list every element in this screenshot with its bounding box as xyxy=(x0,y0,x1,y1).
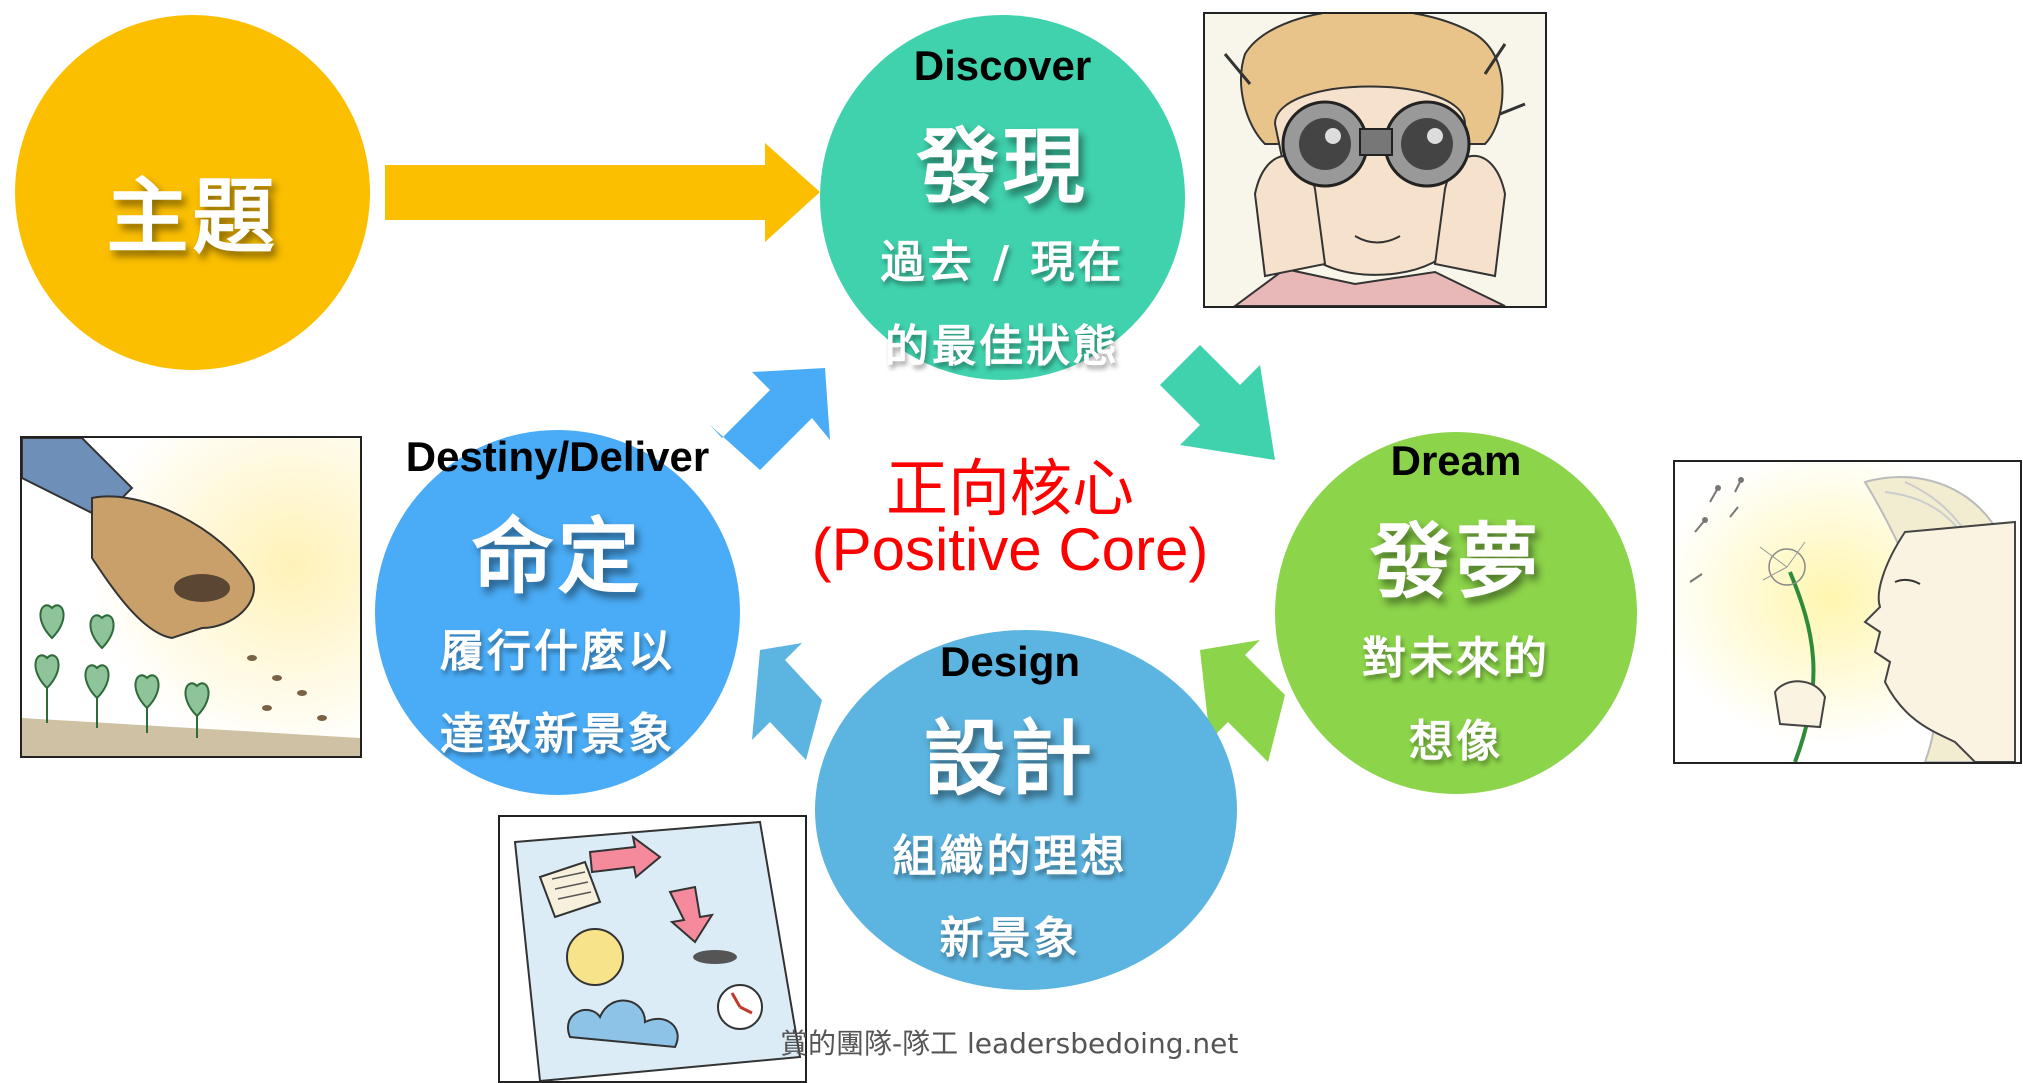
binoculars-picture xyxy=(1203,12,1547,308)
design-zh-title: 設計 xyxy=(923,712,1096,807)
dandelion-picture xyxy=(1673,460,2022,764)
dream-en-label: Dream xyxy=(1390,437,1522,484)
theme-label: 主題 xyxy=(106,170,279,265)
discover-desc-line2: 的最佳狀態 xyxy=(885,321,1120,372)
dream-desc-line1: 對未來的 xyxy=(1362,633,1550,684)
discover-circle xyxy=(820,15,1185,380)
design-en-label: Design xyxy=(939,638,1081,685)
destiny-en-label: Destiny/Deliver xyxy=(405,433,710,480)
dream-circle xyxy=(1275,432,1637,794)
dream-desc-line2: 想像 xyxy=(1409,716,1503,767)
dandelion-icon xyxy=(1675,462,2020,762)
destiny-zh-title: 命定 xyxy=(471,510,644,605)
design-desc-line2: 新景象 xyxy=(939,913,1081,964)
footer-credit: 賞的團隊-隊工 leadersbedoing.net xyxy=(780,1027,1239,1060)
plan-picture xyxy=(498,815,807,1083)
plan-sketch-icon xyxy=(500,817,805,1081)
design-to-destiny-arrow xyxy=(752,643,822,760)
discover-to-dream-arrow xyxy=(1160,345,1275,460)
binoculars-icon xyxy=(1205,14,1545,306)
dream-zh-title: 發夢 xyxy=(1369,515,1542,610)
discover-zh-title: 發現 xyxy=(916,120,1089,215)
destiny-desc-line2: 達致新景象 xyxy=(440,709,675,760)
design-circle xyxy=(815,630,1237,990)
theme-circle xyxy=(15,15,370,370)
discover-desc-line1: 過去 / 現在 xyxy=(880,237,1125,288)
destiny-desc-line1: 履行什麼以 xyxy=(440,626,675,677)
seeds-picture xyxy=(20,436,362,758)
theme-to-discover-arrow xyxy=(385,143,820,242)
design-desc-line1: 組織的理想 xyxy=(892,831,1128,882)
dream-to-design-arrow xyxy=(1200,640,1285,762)
seeds-icon xyxy=(22,438,360,756)
discover-en-label: Discover xyxy=(913,42,1092,89)
destiny-to-discover-arrow xyxy=(710,368,830,470)
destiny-circle xyxy=(375,430,740,795)
positive-core-zh: 正向核心 xyxy=(885,452,1134,525)
positive-core-en: (Positive Core) xyxy=(811,516,1209,583)
